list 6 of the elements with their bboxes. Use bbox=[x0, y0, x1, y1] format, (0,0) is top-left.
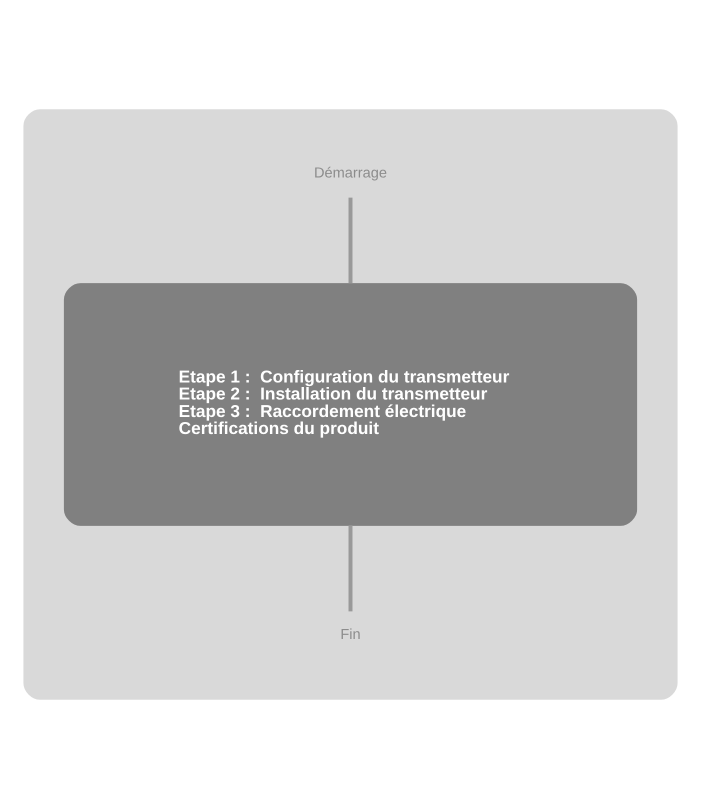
connector bbox=[348, 198, 352, 284]
node-text: Fin bbox=[340, 627, 361, 644]
connector bbox=[348, 525, 352, 612]
node-box: Etape 1 : Configuration du transmetteur Etape 2 : Installation du transmetteur Etape 3 : Raccordement électrique Certifications du produit bbox=[64, 283, 638, 526]
cluster bbox=[23, 109, 678, 700]
node-text: Démarrage bbox=[314, 165, 387, 182]
